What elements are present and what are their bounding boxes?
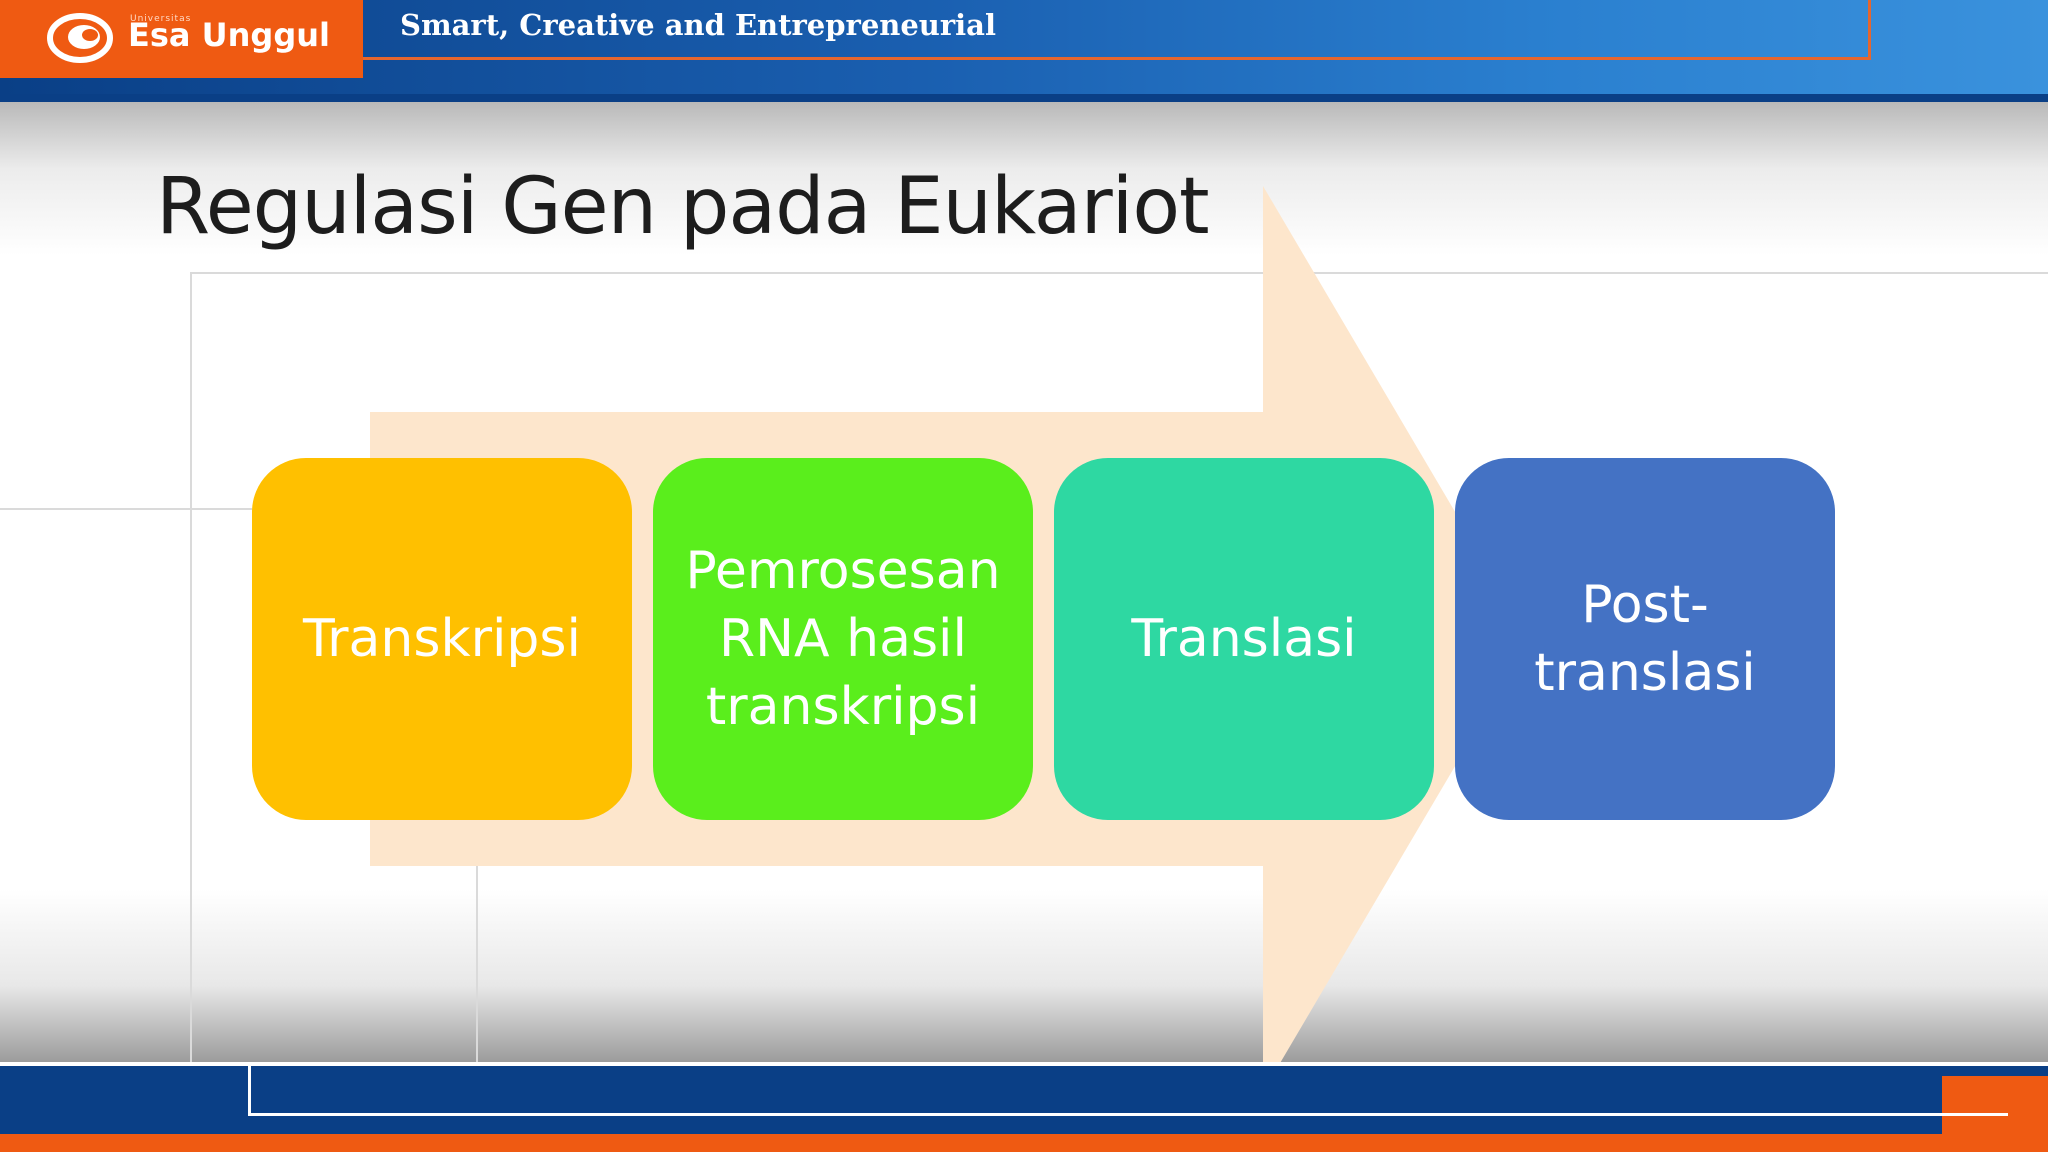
university-logo-icon [47, 13, 113, 63]
footer-frame [248, 1062, 2008, 1116]
footer-divider [0, 1062, 2048, 1066]
footer-orange-strip [0, 1134, 2048, 1152]
background-line [476, 820, 478, 1062]
step-box-transkripsi: Transkripsi [252, 458, 632, 820]
step-box-pemrosesan-rna: Pemrosesan RNA hasil transkripsi [653, 458, 1033, 820]
tagline: Smart, Creative and Entrepreneurial [400, 8, 996, 42]
logo-name: Esa Unggul [128, 16, 330, 54]
tagline-frame [363, 0, 1871, 60]
logo-university-text: Universitas [130, 14, 192, 24]
background-line [0, 508, 252, 510]
background-line [190, 272, 2048, 274]
step-label: Pemrosesan RNA hasil transkripsi [685, 541, 1001, 737]
step-label: Translasi [1131, 609, 1357, 669]
step-box-post-translasi: Post-translasi [1455, 458, 1835, 820]
logo-block: Universitas Esa Unggul [0, 0, 363, 78]
header-divider [0, 94, 2048, 102]
slide-title: Regulasi Gen pada Eukariot [156, 162, 1210, 252]
step-label: Post-translasi [1534, 575, 1756, 703]
background-line [190, 272, 192, 1062]
step-label: Transkripsi [303, 609, 581, 669]
step-box-translasi: Translasi [1054, 458, 1434, 820]
